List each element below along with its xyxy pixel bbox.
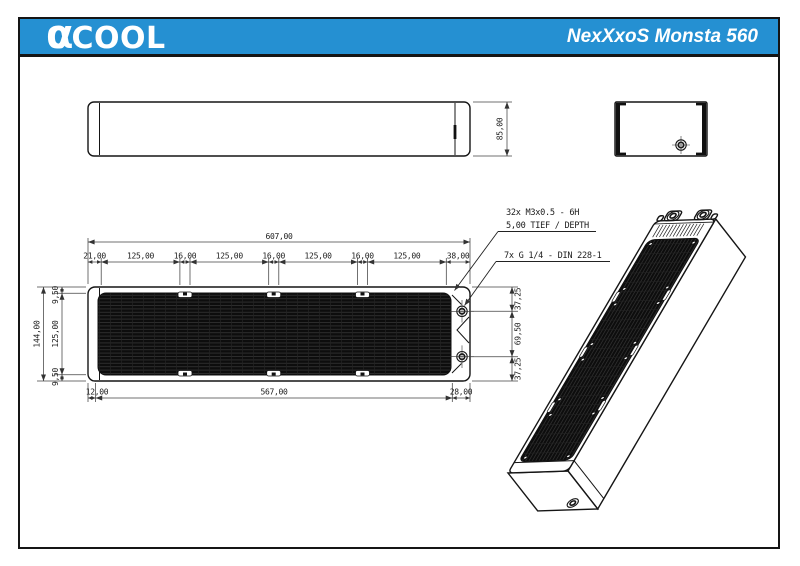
iso-top-port-bosses xyxy=(656,210,721,221)
dim-label: 16,00 xyxy=(262,252,285,261)
dim-label: 125,00 xyxy=(305,252,333,261)
iso-screw-dots xyxy=(523,241,696,459)
ports-note: 7x G 1/4 - DIN 228-1 xyxy=(504,251,602,261)
dim-label: 144,00 xyxy=(33,320,42,348)
dim-label: 16,00 xyxy=(174,252,197,261)
iso-fan-notches xyxy=(547,290,671,413)
isometric-view xyxy=(485,208,774,513)
dim-label: 125,00 xyxy=(216,252,244,261)
dim-label: 21,00 xyxy=(83,252,106,261)
dim-top-segments: 21,00 125,00 16,00 125,00 16,00 125,00 1… xyxy=(83,252,470,285)
dim-label: 38,00 xyxy=(447,252,470,261)
dim-label: 37,25 xyxy=(514,287,523,310)
screws-note-line1: 32x M3x0.5 - 6H xyxy=(506,208,579,218)
logo-alpha-glyph: α xyxy=(46,11,74,58)
dim-label: 9,50 xyxy=(51,285,60,304)
annotation-ports: 7x G 1/4 - DIN 228-1 xyxy=(464,251,610,306)
dim-label: 16,00 xyxy=(351,252,374,261)
front-view xyxy=(87,286,474,382)
dim-label: 69,50 xyxy=(514,322,523,345)
dim-label: 125,00 xyxy=(393,252,421,261)
fan-screw-notches xyxy=(177,291,370,377)
dim-right: 37,25 69,50 37,25 xyxy=(469,286,523,382)
logo-text: COOL xyxy=(71,20,166,56)
radiator-core xyxy=(97,292,452,376)
tank-chamfers xyxy=(451,294,470,374)
dim-label: 12,00 xyxy=(86,388,109,397)
iso-endcap-port xyxy=(565,499,580,508)
dim-side-height: 85,00 xyxy=(473,101,512,157)
dim-label: 9,50 xyxy=(51,367,60,386)
dim-label: 125,00 xyxy=(51,320,60,348)
screws-note-line2: 5,00 TIEF / DEPTH xyxy=(506,221,589,231)
side-view-port-mark xyxy=(453,125,457,139)
product-title: NexXxoS Monsta 560 xyxy=(566,25,758,47)
dim-left: 144,00 9,50 125,00 9,50 xyxy=(33,285,86,386)
end-view-port xyxy=(672,136,690,154)
dim-bottom: 12,00 567,00 28,00 xyxy=(86,383,473,402)
end-view-body xyxy=(614,101,708,157)
dim-label: 28,00 xyxy=(450,388,473,397)
side-view: 85,00 xyxy=(87,101,512,157)
iso-fin-hatch xyxy=(653,224,704,238)
dim-label: 567,00 xyxy=(260,388,288,397)
dim-label: 125,00 xyxy=(127,252,155,261)
annotation-screws: 32x M3x0.5 - 6H 5,00 TIEF / DEPTH xyxy=(454,208,596,291)
end-view xyxy=(614,101,708,157)
dim-label: 85,00 xyxy=(496,117,505,140)
side-view-body xyxy=(87,101,471,157)
dim-label: 37,25 xyxy=(514,357,523,380)
dim-label: 607,00 xyxy=(265,232,293,241)
technical-drawing: 85,00 607,00 xyxy=(33,101,774,544)
